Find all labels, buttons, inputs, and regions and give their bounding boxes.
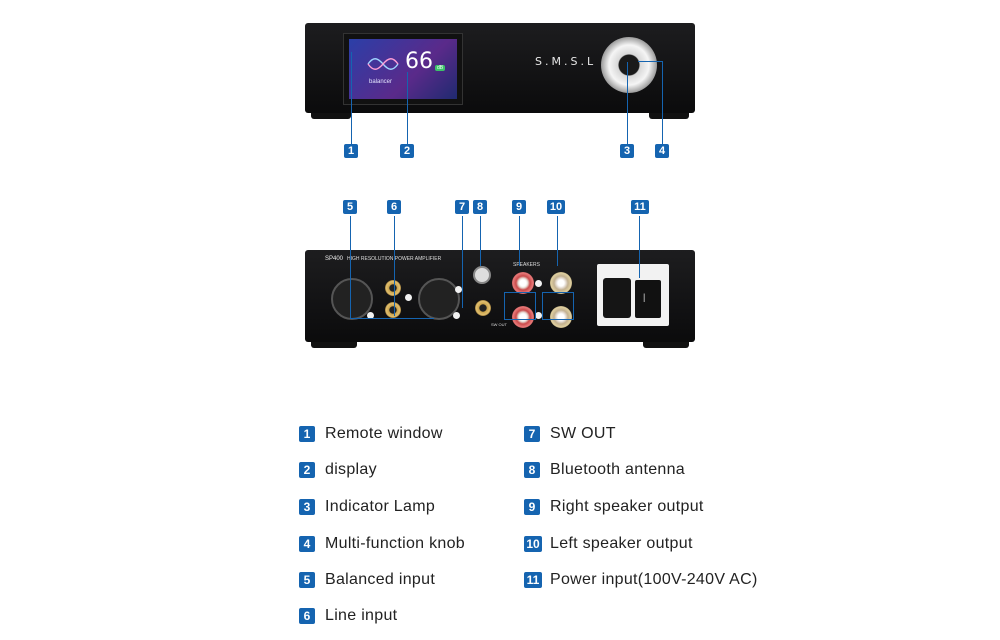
power-inlet[interactable] [603, 278, 631, 318]
marker-11: 11 [631, 200, 649, 214]
leader-4-v [662, 61, 663, 144]
indicator-dot-b [405, 294, 412, 301]
marker-7: 7 [455, 200, 469, 214]
leader-6-v [394, 216, 395, 316]
front-foot-left [311, 113, 351, 119]
legend-num-2: 2 [299, 462, 315, 478]
marker-5: 5 [343, 200, 357, 214]
legend-num-9: 9 [524, 499, 540, 515]
leader-9-frame [504, 292, 536, 320]
rear-model: SP400 [325, 256, 344, 262]
legend-label-9: Right speaker output [550, 498, 704, 515]
right-speaker-post-minus[interactable] [512, 306, 534, 328]
rear-panel: SP400 HIGH RESOLUTION POWER AMPLIFIER SP… [305, 250, 695, 342]
indicator-dot-c [453, 312, 460, 319]
display-mode: balancer [369, 79, 393, 85]
right-speaker-post-plus[interactable] [512, 272, 534, 294]
legend-num-4: 4 [299, 536, 315, 552]
legend-num-3: 3 [299, 499, 315, 515]
legend-label-1: Remote window [325, 425, 443, 442]
marker-8: 8 [473, 200, 487, 214]
marker-3: 3 [620, 144, 634, 158]
front-foot-right [649, 113, 689, 119]
sw-out-jack[interactable] [475, 300, 491, 316]
front-panel: 66 dB balancer S.M.S.L [305, 23, 695, 113]
leader-4-h [638, 61, 662, 62]
legend-label-11: Power input(100V-240V AC) [550, 571, 758, 588]
power-switch[interactable] [635, 280, 661, 318]
balanced-input-r[interactable] [331, 278, 373, 320]
rear-foot-right [643, 342, 689, 348]
display-bezel: 66 dB balancer [343, 33, 463, 105]
leader-11-v [639, 216, 640, 278]
knob[interactable] [601, 37, 657, 93]
legend-label-5: Balanced input [325, 571, 436, 588]
rear-foot-left [311, 342, 357, 348]
legend-label-8: Bluetooth antenna [550, 461, 685, 478]
leader-1 [351, 52, 352, 144]
legend-label-10: Left speaker output [550, 535, 693, 552]
brand-logo: S.M.S.L [535, 55, 597, 68]
waveform-icon [367, 58, 399, 70]
post-dot-1 [535, 280, 542, 287]
indicator-dot-a [367, 312, 374, 319]
legend-num-10: 10 [524, 536, 542, 552]
leader-9-v [519, 216, 520, 266]
leader-8-v [480, 216, 481, 266]
marker-4: 4 [655, 144, 669, 158]
speakers-label: SPEAKERS [513, 262, 540, 268]
legend-label-4: Multi-function knob [325, 535, 465, 552]
sw-out-label: SW OUT [491, 322, 507, 327]
leader-3 [627, 62, 628, 144]
leader-2 [407, 72, 408, 144]
post-dot-2 [535, 312, 542, 319]
legend-num-7: 7 [524, 426, 540, 442]
leader-5-v [350, 216, 351, 318]
marker-1: 1 [344, 144, 358, 158]
leader-5-h [350, 318, 434, 319]
marker-6: 6 [387, 200, 401, 214]
legend-num-11: 11 [524, 572, 542, 588]
marker-9: 9 [512, 200, 526, 214]
volume-value: 66 [405, 49, 433, 74]
legend-label-3: Indicator Lamp [325, 498, 436, 515]
legend-num-5: 5 [299, 572, 315, 588]
legend-label-7: SW OUT [550, 425, 616, 442]
display-screen: 66 dB balancer [349, 39, 457, 99]
leader-10-frame [542, 292, 574, 320]
leader-7-v [462, 216, 463, 308]
legend-num-6: 6 [299, 608, 315, 624]
bluetooth-antenna-connector[interactable] [473, 266, 491, 284]
leader-10-v [557, 216, 558, 266]
legend-num-1: 1 [299, 426, 315, 442]
indicator-dot-d [455, 286, 462, 293]
line-input-l[interactable] [385, 302, 401, 318]
marker-2: 2 [400, 144, 414, 158]
legend-label-6: Line input [325, 607, 398, 624]
marker-10: 10 [547, 200, 565, 214]
left-speaker-post-minus[interactable] [550, 306, 572, 328]
legend-label-2: display [325, 461, 377, 478]
legend-num-8: 8 [524, 462, 540, 478]
volume-unit-badge: dB [435, 65, 446, 71]
power-switch-symbol: | [643, 292, 646, 302]
line-input-r[interactable] [385, 280, 401, 296]
left-speaker-post-plus[interactable] [550, 272, 572, 294]
